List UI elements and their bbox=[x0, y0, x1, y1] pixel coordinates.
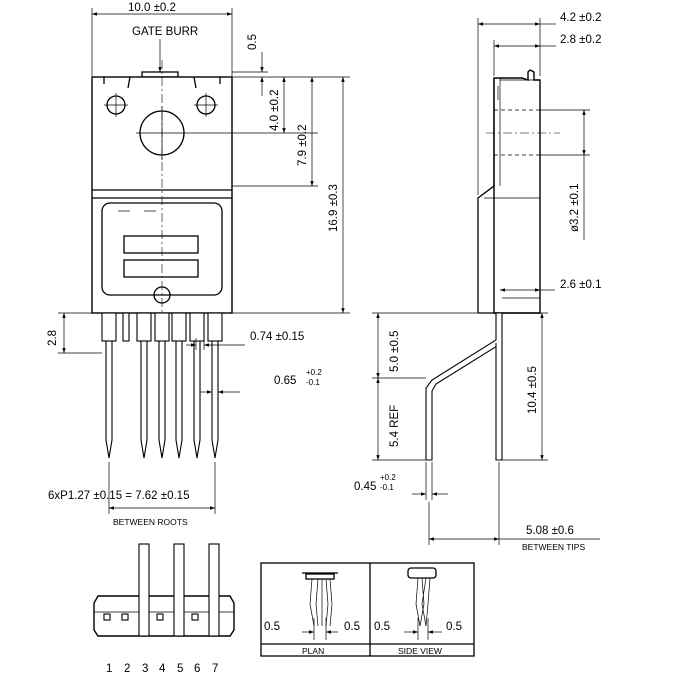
ref-length-label: 5.4 REF bbox=[389, 405, 401, 447]
pin-3-label: 3 bbox=[142, 663, 148, 675]
gate-burr bbox=[141, 71, 179, 78]
lead-detail-box: PLAN SIDE VIEW 0.5 0.5 0.5 0.5 bbox=[260, 562, 475, 657]
pin-7-label: 7 bbox=[212, 663, 218, 675]
side-lead-bent bbox=[425, 312, 503, 461]
plan-caption: PLAN bbox=[302, 646, 324, 656]
side-lead-thick-tol-plus: +0.2 bbox=[380, 473, 396, 482]
side-left-label: 0.5 bbox=[374, 621, 390, 633]
mold-window bbox=[101, 202, 223, 296]
hole-pos-label: 4.0 ±0.2 bbox=[269, 90, 281, 131]
tab-thick-label: 2.8 ±0.2 bbox=[560, 34, 601, 46]
side-lead-thick-tol-minus: -0.1 bbox=[380, 483, 394, 492]
side-right-label: 0.5 bbox=[446, 621, 462, 633]
lead-thick-tol-minus: -0.1 bbox=[306, 378, 320, 387]
burr-dim-label: 0.5 bbox=[247, 34, 259, 50]
lead-root-label: 2.8 bbox=[47, 330, 59, 346]
pin-2-label: 2 bbox=[124, 663, 130, 675]
side-lead-thick-label: 0.45 bbox=[354, 481, 376, 493]
bottom-view: 1 2 3 4 5 6 7 bbox=[93, 543, 235, 675]
side-body bbox=[493, 69, 541, 314]
front-width-label: 10.0 ±0.2 bbox=[128, 2, 176, 14]
pin-1-label: 1 bbox=[106, 663, 112, 675]
side-view-caption: SIDE VIEW bbox=[398, 646, 442, 656]
between-tips-label: BETWEEN TIPS bbox=[522, 542, 585, 552]
side-lead-straight bbox=[495, 343, 503, 461]
lead-width-label: 0.74 ±0.15 bbox=[250, 331, 304, 343]
pin-5-label: 5 bbox=[177, 663, 183, 675]
marking-slot-lower bbox=[123, 259, 199, 278]
lead-thick-tol-plus: +0.2 bbox=[306, 368, 322, 377]
tab-height-label: 7.9 ±0.2 bbox=[297, 125, 309, 166]
side-view: 4.2 ±0.2 2.8 ±0.2 ø3.2 ±0.1 2.6 ±0.1 5.0… bbox=[354, 12, 601, 552]
tips-label: 5.08 ±0.6 bbox=[526, 525, 574, 537]
between-roots-label: BETWEEN ROOTS bbox=[113, 517, 188, 527]
marking-slot-upper bbox=[123, 235, 199, 254]
lead-thick-label: 0.65 bbox=[274, 375, 296, 387]
bend-height-label: 5.0 ±0.5 bbox=[389, 331, 401, 372]
pin-4-label: 4 bbox=[159, 663, 166, 675]
front-view: 10.0 ±0.2 GATE BURR bbox=[47, 2, 350, 527]
plan-right-label: 0.5 bbox=[344, 621, 360, 633]
body-height-label: 16.9 ±0.3 bbox=[328, 184, 340, 232]
gate-burr-label: GATE BURR bbox=[132, 26, 198, 38]
plan-left-label: 0.5 bbox=[264, 621, 280, 633]
total-thick-label: 4.2 ±0.2 bbox=[560, 12, 601, 24]
lead-length-label: 10.4 ±0.5 bbox=[527, 366, 539, 414]
lead-offset-label: 2.6 ±0.1 bbox=[560, 279, 601, 291]
front-leads bbox=[101, 312, 223, 459]
hole-dia-label: ø3.2 ±0.1 bbox=[569, 183, 581, 232]
ejector-mark bbox=[153, 286, 171, 304]
pin-6-label: 6 bbox=[194, 663, 200, 675]
pitch-label: 6xP1.27 ±0.15 = 7.62 ±0.15 bbox=[48, 490, 189, 502]
